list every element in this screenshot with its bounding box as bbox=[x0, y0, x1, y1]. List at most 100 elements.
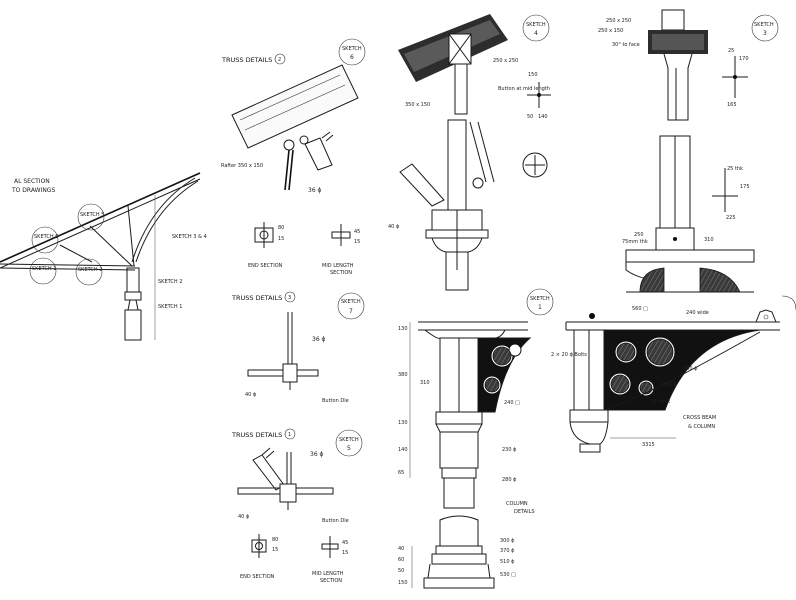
sketch-1-h2: 380 bbox=[398, 372, 408, 378]
sketch-5-bolt-label: 40 ϕ bbox=[238, 514, 250, 520]
sketch-3-dim-7: 250 bbox=[634, 232, 644, 238]
sketch-5-button-label: Button Die bbox=[322, 518, 349, 524]
sketch-1-bh4: 150 bbox=[398, 580, 408, 586]
marker-circle-sketch-1 bbox=[29, 257, 57, 285]
sketch-1-h1: 130 bbox=[398, 326, 408, 332]
sketch-6-truss-details: TRUSS DETAILS 2 SKETCH 6 Rafter 350 x 15… bbox=[221, 38, 366, 276]
sketch-5-num: 5 bbox=[347, 445, 351, 452]
sketch-1-w2: 240 □ bbox=[504, 400, 520, 406]
sketch-4-beam-b: 250 x 250 bbox=[493, 58, 518, 64]
marker-sketch-5: SKETCH 5 bbox=[80, 212, 104, 218]
sketch-3-beam: 250 x 250 bbox=[606, 18, 631, 24]
sketch-1-caption-1: COLUMN bbox=[506, 501, 528, 507]
sketch-5-mid-length: MID LENGTH bbox=[312, 571, 344, 577]
sketch-5-title-num: 1 bbox=[288, 432, 291, 438]
overview-title-1: AL SECTION bbox=[14, 178, 50, 185]
sketch-6-dim-4: 15 bbox=[354, 239, 360, 245]
sketch-3-dim-6: 225 bbox=[726, 215, 736, 221]
sketch-3-dim-8: 75mm thk bbox=[622, 239, 648, 245]
cross-beam-radius-2: 380 ϕ bbox=[662, 382, 677, 388]
sketch-3-dim-3: 165 bbox=[727, 102, 737, 108]
cross-beam-caption-1: CROSS BEAM bbox=[683, 415, 716, 421]
sketch-3-column-head: SKETCH 3 250 x 250 250 x 150 30° to face… bbox=[598, 9, 779, 293]
sketch-4-rod-dim: 40 ϕ bbox=[388, 224, 400, 230]
sketch-3-dim-2: 170 bbox=[739, 56, 749, 62]
sketch-3-dim-9: 310 bbox=[704, 237, 714, 243]
overview-section-drawing: AL SECTION TO DRAWINGS SKETCH 6 SKETCH 5… bbox=[0, 172, 207, 341]
sketch-1-h5: 65 bbox=[398, 470, 404, 476]
sketch-1-base-4: 530 □ bbox=[500, 572, 516, 578]
dim-sketch-1: SKETCH 1 bbox=[158, 304, 182, 310]
sketch-1-base-3: 510 ϕ bbox=[500, 559, 515, 565]
sketch-6-title-num: 2 bbox=[278, 57, 281, 63]
sketch-5-truss-details: TRUSS DETAILS 1 SKETCH 5 36 ϕ 40 ϕ Butto… bbox=[231, 428, 363, 584]
cross-beam-thickness: 50 thick bbox=[650, 399, 670, 405]
marker-circle-sketch-6 bbox=[31, 226, 59, 254]
sketch-5-section: SECTION bbox=[320, 578, 342, 584]
sketch-6-section: SECTION bbox=[330, 270, 352, 276]
sketch-1-label: SKETCH bbox=[530, 296, 550, 302]
sketch-3-dim-5: 175 bbox=[740, 184, 750, 190]
sketch-7-button-label: Button Die bbox=[322, 398, 349, 404]
overview-title-2: TO DRAWINGS bbox=[11, 187, 55, 194]
sketch-3-dim-1: 25 bbox=[728, 48, 734, 54]
marker-sketch-2: SKETCH 2 bbox=[78, 267, 102, 273]
sketch-3-dim-4: 25 thk bbox=[727, 166, 743, 172]
sketch-1-h4: 140 bbox=[398, 447, 408, 453]
sketch-5-title: TRUSS DETAILS bbox=[231, 431, 282, 439]
sketch-3-label: SKETCH bbox=[754, 22, 774, 28]
sketch-4-dim-2: 50 bbox=[527, 114, 533, 120]
sketch-6-rod-label: 36 ϕ bbox=[308, 187, 322, 194]
sketch-7-label: SKETCH bbox=[341, 299, 361, 305]
sketch-1-w3: 230 ϕ bbox=[502, 447, 517, 453]
sketch-1-w4: 280 ϕ bbox=[502, 477, 517, 483]
cross-beam-w1: 560 □ bbox=[632, 306, 648, 312]
sketch-3-num: 3 bbox=[763, 30, 767, 37]
marker-circle-sketch-5 bbox=[77, 203, 105, 231]
sketch-6-dim-2: 15 bbox=[278, 236, 284, 242]
sketch-5-dim-1: 80 bbox=[272, 537, 278, 543]
sketch-1-base-2: 370 ϕ bbox=[500, 548, 515, 554]
cross-beam-w2: 240 wide bbox=[686, 310, 709, 316]
sketch-1-h3: 130 bbox=[398, 420, 408, 426]
marker-circle-sketch-2 bbox=[75, 258, 103, 286]
sketch-1-w1: 310 bbox=[420, 380, 430, 386]
dim-sketch-2: SKETCH 2 bbox=[158, 279, 182, 285]
sketch-6-title: TRUSS DETAILS bbox=[221, 56, 272, 64]
sketch-4-beam-a: 350 x 150 bbox=[405, 102, 430, 108]
sketch-4-rafter-column-joint: SKETCH 4 350 x 150 250 x 250 150 Button … bbox=[388, 14, 551, 291]
sketch-6-end-section: END SECTION bbox=[248, 263, 283, 269]
sketch-1-column-details: SKETCH 1 130 380 130 140 65 310 240 □ 23… bbox=[398, 288, 554, 589]
sketch-5-label: SKETCH bbox=[339, 437, 359, 443]
marker-sketch-6: SKETCH 6 bbox=[34, 234, 58, 240]
sketch-6-label: SKETCH bbox=[342, 46, 362, 52]
sketch-3-timber: 250 x 150 bbox=[598, 28, 623, 34]
dim-sketch-3-4: SKETCH 3 & 4 bbox=[172, 234, 207, 240]
sketch-4-dim-1: 150 bbox=[528, 72, 538, 78]
sketch-5-dim-4: 15 bbox=[342, 550, 348, 556]
sketch-1-num: 1 bbox=[538, 304, 542, 311]
sketch-6-num: 6 bbox=[350, 54, 354, 61]
sketch-7-rod-label: 36 ϕ bbox=[312, 336, 326, 343]
sketch-5-end-section: END SECTION bbox=[240, 574, 275, 580]
sketch-6-dim-3: 45 bbox=[354, 229, 360, 235]
sketch-5-rod-label: 36 ϕ bbox=[310, 451, 324, 458]
marker-sketch-1: SKETCH 1 bbox=[32, 266, 56, 272]
sketch-6-mid-length: MID LENGTH bbox=[322, 263, 354, 269]
sketch-5-dim-3: 45 bbox=[342, 540, 348, 546]
sketch-4-num: 4 bbox=[534, 30, 538, 37]
sketch-1-bh3: 50 bbox=[398, 568, 404, 574]
sketch-1-base-1: 300 ϕ bbox=[500, 538, 515, 544]
sketch-7-title-num: 3 bbox=[288, 295, 291, 301]
sketch-1-bh2: 60 bbox=[398, 557, 404, 563]
sketch-1-caption-2: DETAILS bbox=[514, 509, 535, 515]
cross-beam-caption-2: & COLUMN bbox=[688, 424, 715, 430]
cross-beam-radius-1: 180 ϕ bbox=[683, 366, 698, 372]
sketch-3-angle: 30° to face bbox=[612, 42, 640, 48]
sketch-1-bh1: 40 bbox=[398, 546, 404, 552]
sketch-7-title: TRUSS DETAILS bbox=[231, 294, 282, 302]
sketch-5-dim-2: 15 bbox=[272, 547, 278, 553]
sketch-4-dim-3: 140 bbox=[538, 114, 548, 120]
cross-beam-span: 3315 bbox=[642, 442, 655, 448]
